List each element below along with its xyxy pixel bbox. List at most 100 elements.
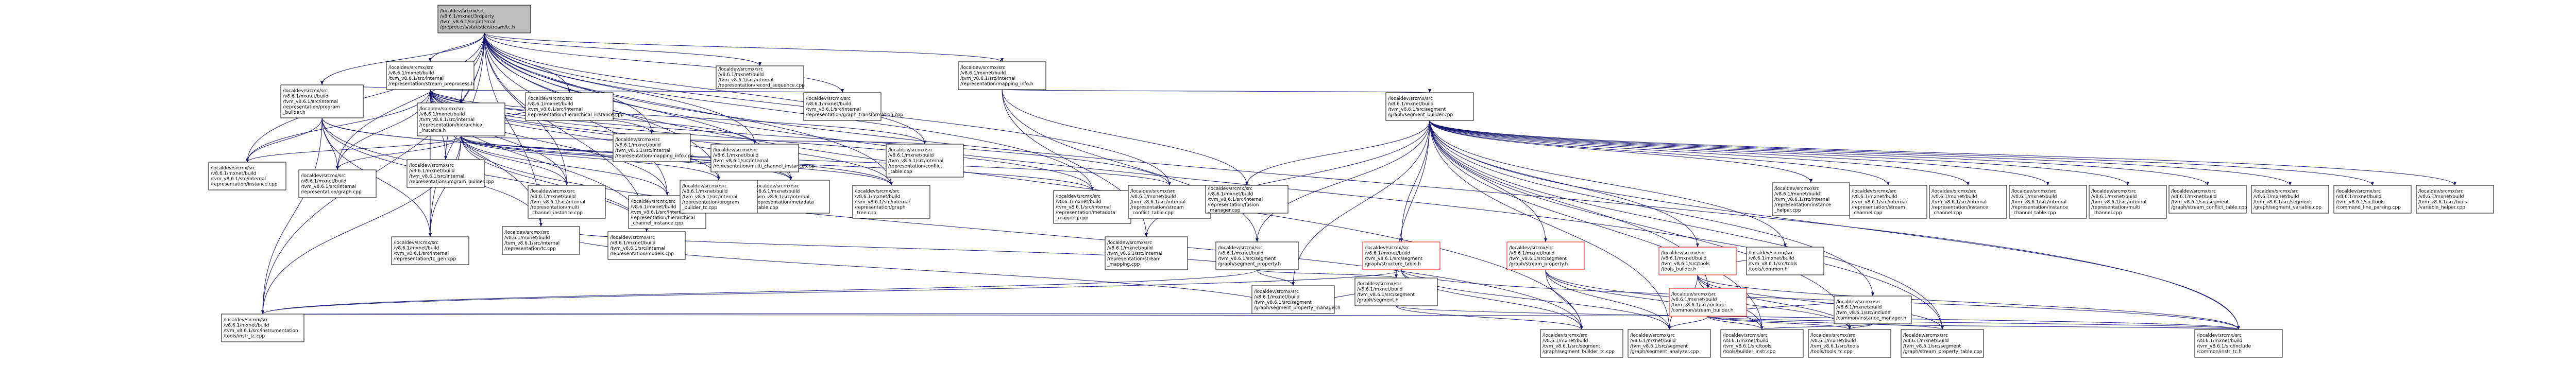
node-label-line: /tvm_v8.6.1/src/internal	[1774, 197, 1829, 202]
node-label-line: /tvm_v8.6.1/src/internal	[610, 246, 665, 251]
graph-node[interactable]: /localdev/srcmx/src/v8.6.1/mxnet/build/t…	[607, 231, 686, 260]
graph-node[interactable]: /localdev/srcmx/src/v8.6.1/mxnet/build/t…	[2089, 185, 2167, 219]
node-box	[2089, 185, 2167, 219]
dependency-edge	[1849, 323, 1873, 330]
node-label-line: /localdev/srcmx/src	[2197, 333, 2242, 338]
edge-arrowhead	[429, 233, 432, 237]
graph-node[interactable]: /localdev/srcmx/src/v8.6.1/mxnet/build/t…	[2333, 185, 2412, 214]
edge-arrowhead	[645, 228, 648, 232]
node-label-line: /v8.6.1/mxnet/build	[718, 73, 764, 78]
dependency-edge	[445, 32, 485, 160]
node-label-line: /localdev/srcmx/src	[2336, 189, 2381, 194]
node-label-line: /representation/stream_preprocess.h	[388, 82, 474, 87]
graph-node[interactable]: /localdev/srcmx/src/v8.6.1/mxnet/build/t…	[1808, 329, 1891, 358]
graph-node[interactable]: /localdev/srcmx/src/v8.6.1/mxnet/build/t…	[1354, 277, 1438, 306]
node-label-line: _tree.cpp	[854, 211, 876, 216]
graph-node[interactable]: /localdev/srcmx/src/v8.6.1/mxnet/build/t…	[280, 84, 364, 118]
node-label-line: /representation/instance	[1931, 205, 1989, 210]
dependency-edge	[1707, 316, 1850, 330]
node-label-line: /representation/record_sequence.cpp	[718, 83, 805, 89]
graph-node[interactable]: /localdev/srcmx/src/v8.6.1/mxnet/build/t…	[1540, 329, 1623, 358]
graph-node[interactable]: /localdev/srcmx/src/v8.6.1/mxnet/build/t…	[1362, 241, 1440, 270]
dependency-edge	[1669, 316, 1708, 330]
graph-node[interactable]: /localdev/srcmx/src/v8.6.1/mxnet/build/t…	[1205, 185, 1289, 214]
node-box	[280, 84, 364, 118]
node-label-line: /tvm_v8.6.1/src/instrumentation	[224, 328, 298, 334]
node-label-line: /representation/stream	[1107, 256, 1161, 262]
edge-arrowhead	[1400, 238, 1403, 242]
edge-arrowhead	[650, 130, 653, 134]
graph-node[interactable]: /localdev/srcmx/src/v8.6.1/mxnet/build/t…	[1772, 182, 1850, 216]
node-label-line: /tvm_v8.6.1/src/internal	[855, 200, 910, 205]
graph-node[interactable]: /localdev/srcmx/src/v8.6.1/mxnet/build/t…	[1834, 296, 1912, 324]
node-box	[710, 144, 799, 172]
graph-node[interactable]: /localdev/srcmx/src/v8.6.1/mxnet/build/t…	[1628, 329, 1711, 358]
graph-node[interactable]: /localdev/srcmx/src/v8.6.1/mxnet/build/t…	[528, 185, 606, 219]
node-layer: /localdev/srcmx/src/v8.6.1/mxnet/3rdpart…	[208, 5, 2494, 358]
node-box	[680, 180, 758, 214]
node-label-line: /representation/program	[682, 200, 739, 205]
graph-node[interactable]: /localdev/srcmx/src/v8.6.1/mxnet/build/t…	[958, 61, 1046, 90]
graph-node[interactable]: /localdev/srcmx/src/v8.6.1/mxnet/build/t…	[391, 236, 469, 265]
dependency-edge	[461, 135, 1170, 186]
node-label-line: /v8.6.1/mxnet/build	[713, 153, 758, 159]
node-label-line: /localdev/srcmx/src	[1365, 246, 1410, 251]
node-label-line: /preprocess/statistic/stream/tc.h	[440, 25, 515, 30]
graph-node[interactable]: /localdev/srcmx/src/v8.6.1/mxnet/build/t…	[1215, 241, 1299, 270]
node-label-line: /localdev/srcmx/src	[224, 318, 268, 323]
graph-node[interactable]: /localdev/srcmx/src/v8.6.1/mxnet/build/t…	[613, 133, 693, 162]
graph-node[interactable]: /localdev/srcmx/src/v8.6.1/mxnet/build/t…	[803, 92, 903, 121]
graph-node[interactable]: /localdev/srcmx/src/v8.6.1/mxnet/build/t…	[2009, 185, 2087, 219]
graph-node[interactable]: /localdev/srcmx/src/v8.6.1/mxnet/build/t…	[680, 180, 758, 214]
dependency-edge	[1545, 269, 1670, 330]
node-label-line: /localdev/srcmx/src	[1218, 246, 1263, 251]
graph-node[interactable]: /localdev/srcmx/src/v8.6.1/mxnet/build/t…	[1105, 236, 1188, 270]
node-label-line: /v8.6.1/mxnet/build	[754, 189, 800, 194]
graph-node[interactable]: /localdev/srcmx/src/v8.6.1/mxnet/3rdpart…	[437, 5, 531, 33]
node-label-line: /tvm_v8.6.1/src/internal	[2011, 200, 2066, 205]
graph-node[interactable]: /localdev/srcmx/src/v8.6.1/mxnet/build/t…	[1658, 247, 1737, 275]
node-label-line: /v8.6.1/mxnet/build	[1218, 251, 1263, 256]
graph-node[interactable]: /localdev/srcmx/src/v8.6.1/mxnet/build/t…	[1929, 185, 2007, 219]
graph-node[interactable]: /localdev/srcmx/src/v8.6.1/mxnet/build/t…	[208, 162, 286, 190]
graph-node[interactable]: /localdev/srcmx/src/v8.6.1/mxnet/build/t…	[406, 159, 494, 188]
node-label-line: /localdev/srcmx/src	[504, 230, 549, 235]
dependency-edge	[1429, 120, 1546, 242]
graph-node[interactable]: /localdev/srcmx/src/v8.6.1/mxnet/build/t…	[2251, 185, 2329, 214]
graph-node[interactable]: /localdev/srcmx/src/v8.6.1/mxnet/build/t…	[221, 314, 304, 342]
node-box	[1808, 329, 1891, 358]
graph-node[interactable]: /localdev/srcmx/src/v8.6.1/mxnet/build/t…	[2168, 185, 2247, 214]
graph-node[interactable]: /localdev/srcmx/src/v8.6.1/mxnet/build/t…	[298, 169, 377, 198]
graph-node[interactable]: /localdev/srcmx/src/v8.6.1/mxnet/build/t…	[2194, 329, 2283, 358]
graph-node[interactable]: /localdev/srcmx/src/v8.6.1/mxnet/build/t…	[852, 185, 930, 219]
graph-node[interactable]: /localdev/srcmx/src/v8.6.1/mxnet/build/t…	[752, 180, 830, 214]
graph-node[interactable]: /localdev/srcmx/src/v8.6.1/mxnet/build/t…	[1128, 185, 1211, 219]
graph-node[interactable]: /localdev/srcmx/src/v8.6.1/mxnet/build/t…	[502, 226, 580, 255]
graph-node[interactable]: /localdev/srcmx/src/v8.6.1/mxnet/build/t…	[386, 61, 474, 90]
dependency-edge	[1002, 89, 1247, 186]
graph-node[interactable]: /localdev/srcmx/src/v8.6.1/mxnet/build/t…	[1720, 329, 1804, 358]
node-box	[298, 169, 377, 198]
graph-node[interactable]: /localdev/srcmx/src/v8.6.1/mxnet/build/t…	[1849, 185, 1927, 219]
graph-node[interactable]: /localdev/srcmx/src/v8.6.1/mxnet/build/t…	[1746, 247, 1824, 275]
graph-node[interactable]: /localdev/srcmx/src/v8.6.1/mxnet/build/t…	[1053, 190, 1131, 224]
node-label-line: /tvm_v8.6.1/src/internal	[409, 174, 464, 179]
graph-node[interactable]: /localdev/srcmx/src/v8.6.1/mxnet/build/t…	[1669, 288, 1747, 317]
graph-node[interactable]: /localdev/srcmx/src/v8.6.1/mxnet/build/t…	[1385, 92, 1474, 121]
graph-node[interactable]: /localdev/srcmx/src/v8.6.1/mxnet/build/t…	[525, 92, 624, 121]
node-label-line: /v8.6.1/mxnet/build	[631, 204, 676, 210]
graph-node[interactable]: /localdev/srcmx/src/v8.6.1/mxnet/build/t…	[716, 65, 805, 89]
graph-node[interactable]: /localdev/srcmx/src/v8.6.1/mxnet/build/t…	[886, 144, 964, 178]
node-label-line: /v8.6.1/mxnet/build	[1365, 251, 1410, 256]
graph-node[interactable]: /localdev/srcmx/src/v8.6.1/mxnet/build/t…	[2416, 185, 2494, 214]
graph-node[interactable]: /localdev/srcmx/src/v8.6.1/mxnet/build/t…	[1506, 241, 1585, 270]
graph-node[interactable]: /localdev/srcmx/src/v8.6.1/mxnet/build/t…	[1901, 329, 1984, 358]
dependency-edge	[1545, 269, 1762, 330]
node-box	[1354, 277, 1438, 306]
graph-node[interactable]: /localdev/srcmx/src/v8.6.1/mxnet/build/t…	[1251, 285, 1341, 314]
edge-arrowhead	[753, 141, 756, 144]
node-label-line: /graph/segment_builder_tc.cpp	[1543, 350, 1615, 355]
graph-node[interactable]: /localdev/srcmx/src/v8.6.1/mxnet/build/t…	[417, 102, 505, 136]
node-label-line: /tvm_v8.6.1/src/segment	[1218, 256, 1276, 262]
graph-node[interactable]: /localdev/srcmx/src/v8.6.1/mxnet/build/t…	[710, 144, 815, 172]
